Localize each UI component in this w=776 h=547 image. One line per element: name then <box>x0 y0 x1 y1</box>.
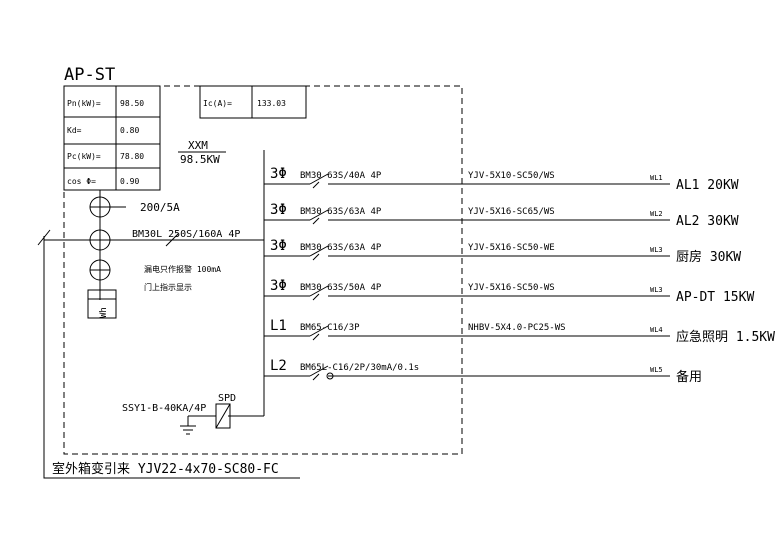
circuit-id: WL2 <box>650 210 663 218</box>
circuit-load: 应急照明 1.5KW <box>676 329 775 345</box>
param-label-pc: Pc(kW)= <box>67 152 101 161</box>
circuit-load: AL1 20KW <box>676 178 739 193</box>
circuit-cable: YJV-5X16-SC65/WS <box>468 207 555 217</box>
param-label-pn: Pn(kW)= <box>67 99 101 108</box>
parameter-table: Pn(kW)= 98.50 Kd= 0.80 Pc(kW)= 78.80 cos… <box>63 85 161 191</box>
spd-device <box>180 403 264 435</box>
param-label-kd: Kd= <box>67 126 82 135</box>
circuit-load: 备用 <box>676 369 702 385</box>
breaker-mark <box>312 253 320 261</box>
current-transformers <box>89 190 126 300</box>
summary-bottom: 98.5KW <box>180 153 220 166</box>
param-value-pc: 78.80 <box>120 152 144 161</box>
energy-meter: Wh <box>87 289 117 319</box>
panel-boundary <box>63 85 463 455</box>
panel-title: AP-ST <box>64 65 115 85</box>
circuit-breaker: BM65-C16/3P <box>300 323 360 333</box>
current-label: Ic(A)= <box>203 99 232 108</box>
breaker-mark <box>312 373 320 381</box>
breaker-contact <box>309 325 329 337</box>
spd-model-label: SSY1-B-40KA/4P <box>122 403 206 414</box>
main-breaker-label: BM30L 250S/160A 4P <box>132 229 240 240</box>
current-value: 133.03 <box>257 99 286 108</box>
circuit-cable: NHBV-5X4.0-PC25-WS <box>468 323 566 333</box>
param-label-cos: cos Φ= <box>67 177 96 186</box>
circuit-phase: L1 <box>270 318 287 334</box>
circuit-breaker: BM65L-C16/2P/30mA/0.1s <box>300 363 419 373</box>
circuit-id: WL3 <box>650 286 663 294</box>
circuit-breaker: BM30 63S/40A 4P <box>300 171 382 181</box>
circuit-id: WL1 <box>650 174 663 182</box>
spd-label: SPD <box>218 393 236 404</box>
current-table: Ic(A)= 133.03 <box>199 85 307 119</box>
circuit-phase: 3Φ <box>270 202 287 218</box>
breaker-mark <box>312 333 320 341</box>
ct-ratio-label: 200/5A <box>140 201 180 214</box>
param-value-pn: 98.50 <box>120 99 144 108</box>
circuit-cable: YJV-5X10-SC50/WS <box>468 171 555 181</box>
leakage-note: 漏电只作报警 100mA <box>144 264 221 274</box>
circuit-phase: 3Φ <box>270 238 287 254</box>
meter-symbol: Wh <box>99 307 109 318</box>
circuit-phase: L2 <box>270 358 287 374</box>
breaker-contact <box>309 173 329 185</box>
breaker-contact <box>309 365 329 377</box>
circuit-id: WL5 <box>650 366 663 374</box>
circuit-breaker: BM30 63S/63A 4P <box>300 207 382 217</box>
param-value-cos: 0.90 <box>120 177 139 186</box>
circuit-cable: YJV-5X16-SC50-WE <box>468 243 555 253</box>
summary-top: XXM <box>188 139 208 152</box>
rcd-mark <box>326 372 334 380</box>
indicator-note: 门上指示显示 <box>144 282 192 292</box>
param-value-kd: 0.80 <box>120 126 139 135</box>
circuit-breaker: BM30 63S/50A 4P <box>300 283 382 293</box>
circuit-breaker: BM30 63S/63A 4P <box>300 243 382 253</box>
breaker-mark <box>312 293 320 301</box>
breaker-contact <box>309 285 329 297</box>
breaker-contact <box>309 245 329 257</box>
circuit-id: WL4 <box>650 326 663 334</box>
circuit-id: WL3 <box>650 246 663 254</box>
main-breaker-symbol <box>165 233 179 247</box>
breaker-contact <box>309 209 329 221</box>
breaker-mark <box>312 181 320 189</box>
circuit-load: AP-DT 15KW <box>676 290 754 305</box>
circuit-load: 厨房 30KW <box>676 249 741 265</box>
circuit-cable: YJV-5X16-SC50-WS <box>468 283 555 293</box>
circuit-phase: 3Φ <box>270 166 287 182</box>
incoming-feeder <box>37 229 300 479</box>
incoming-cable-label: 室外箱变引来 YJV22-4x70-SC80-FC <box>52 461 279 477</box>
circuit-phase: 3Φ <box>270 278 287 294</box>
breaker-mark <box>312 217 320 225</box>
circuit-load: AL2 30KW <box>676 214 739 229</box>
